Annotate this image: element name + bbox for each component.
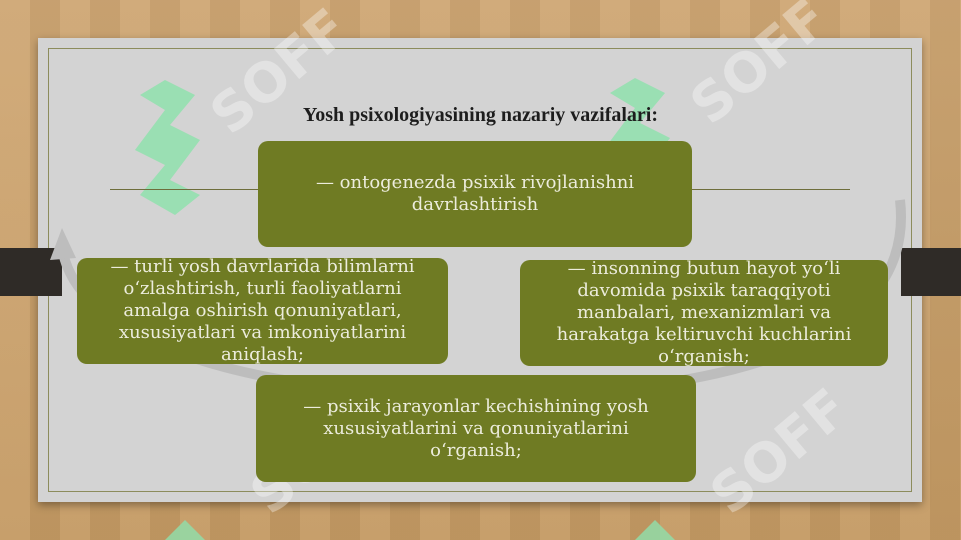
slide-title: Yosh psixologiyasining nazariy vazifalar… [302,104,659,126]
title-rule-left [110,189,260,190]
watermark-logo-4 [635,520,675,540]
box-right-text: — insonning butun hayot yo‘li davomida p… [556,260,852,366]
box-bottom-text: — psixik jarayonlar kechishining yosh xu… [303,395,649,461]
box-top: — ontogenezda psixik rivojlanishni davrl… [258,141,692,247]
box-left-text: — turli yosh davrlarida bilimlarni o‘zla… [110,258,415,364]
cycle-arrowhead [50,228,76,260]
watermark-logo-1 [135,80,200,215]
right-dark-band [901,248,961,296]
watermark-logo-3 [165,520,205,540]
box-left: — turli yosh davrlarida bilimlarni o‘zla… [77,258,448,364]
box-right: — insonning butun hayot yo‘li davomida p… [520,260,888,366]
box-top-text: — ontogenezda psixik rivojlanishni davrl… [315,172,635,215]
box-bottom: — psixik jarayonlar kechishining yosh xu… [256,375,696,482]
title-rule-right [692,189,850,190]
